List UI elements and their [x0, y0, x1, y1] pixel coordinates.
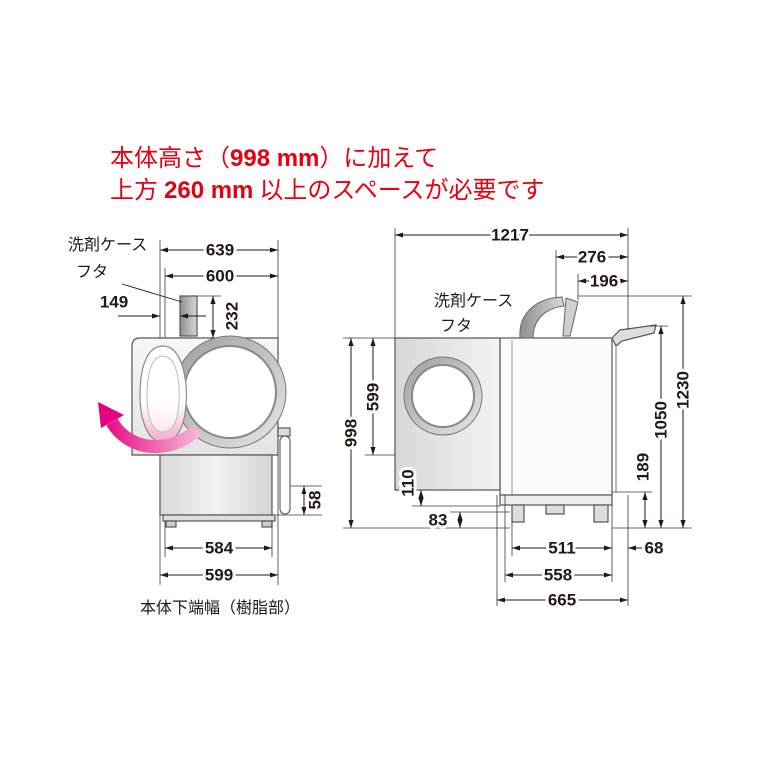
header-line-2-text-end: 以上のスペースが必要です: [259, 176, 544, 204]
side-dim-998: 998: [342, 419, 361, 447]
header-line-1: 本体高さ（998 mm）に加えて: [110, 144, 438, 172]
front-hose-connector: [277, 427, 291, 437]
front-dim-58: 58: [306, 491, 325, 510]
front-dim-639: 639: [206, 241, 234, 260]
side-dim-1230: 1230: [674, 371, 693, 409]
side-dim-558: 558: [544, 566, 572, 585]
front-view: 洗剤ケース フタ 639 600 149 232 58 584 599 本体下端…: [68, 235, 328, 617]
side-dim-1050: 1050: [652, 401, 671, 439]
front-caption: 本体下端幅（樹脂部）: [140, 598, 300, 617]
side-foot-front: [511, 504, 525, 523]
side-detergent-lid-flap: [562, 297, 579, 337]
front-dim-600: 600: [206, 267, 234, 286]
side-foot-rear: [593, 504, 609, 523]
front-door-window: [183, 345, 277, 439]
header-line-2-text: 上方: [110, 176, 158, 204]
side-foot-middle: [545, 504, 565, 515]
open-door-glass: [146, 355, 180, 433]
side-dim-110: 110: [399, 469, 418, 496]
door-swing-arrow-band: [106, 418, 202, 454]
front-hose: [279, 435, 291, 515]
front-dim-149: 149: [100, 293, 128, 312]
side-dim-511: 511: [548, 539, 575, 558]
side-dim-189: 189: [634, 453, 653, 481]
side-body-rear: [499, 337, 613, 496]
side-detergent-lid-curve: [519, 296, 565, 339]
side-dim-276: 276: [578, 248, 606, 267]
front-dim-584: 584: [205, 539, 234, 558]
side-callout-line-2: フタ: [440, 316, 472, 335]
front-callout-line-1: 洗剤ケース: [68, 235, 147, 254]
header-line-1-text: 本体高さ（: [110, 144, 230, 172]
side-dim-196: 196: [590, 272, 618, 291]
header-line-1-text-end: ）に加えて: [319, 144, 438, 172]
front-base-plate: [162, 514, 276, 522]
header-line-2-emphasis: 260 mm: [164, 177, 253, 204]
side-dim-83: 83: [429, 511, 448, 530]
side-view: 洗剤ケース フタ: [339, 223, 696, 613]
header-line-1-emphasis: 998 mm: [230, 145, 319, 172]
front-callout-leader: [121, 283, 183, 303]
front-foot-right: [261, 520, 273, 528]
side-door-window: [411, 364, 475, 428]
side-callout-line-1: 洗剤ケース: [434, 291, 513, 310]
front-body-lower: [159, 454, 273, 516]
front-dim-232: 232: [223, 302, 242, 330]
front-callout-line-2: フタ: [76, 262, 108, 281]
side-dim-1217: 1217: [491, 226, 529, 245]
front-foot-left: [165, 520, 177, 528]
door-swing-arrow-head: [98, 402, 124, 428]
side-plinth: [499, 494, 613, 506]
side-dim-665: 665: [548, 591, 576, 610]
front-dim-599: 599: [205, 566, 233, 585]
side-dim-68: 68: [645, 539, 664, 558]
side-dim-599: 599: [364, 383, 383, 411]
